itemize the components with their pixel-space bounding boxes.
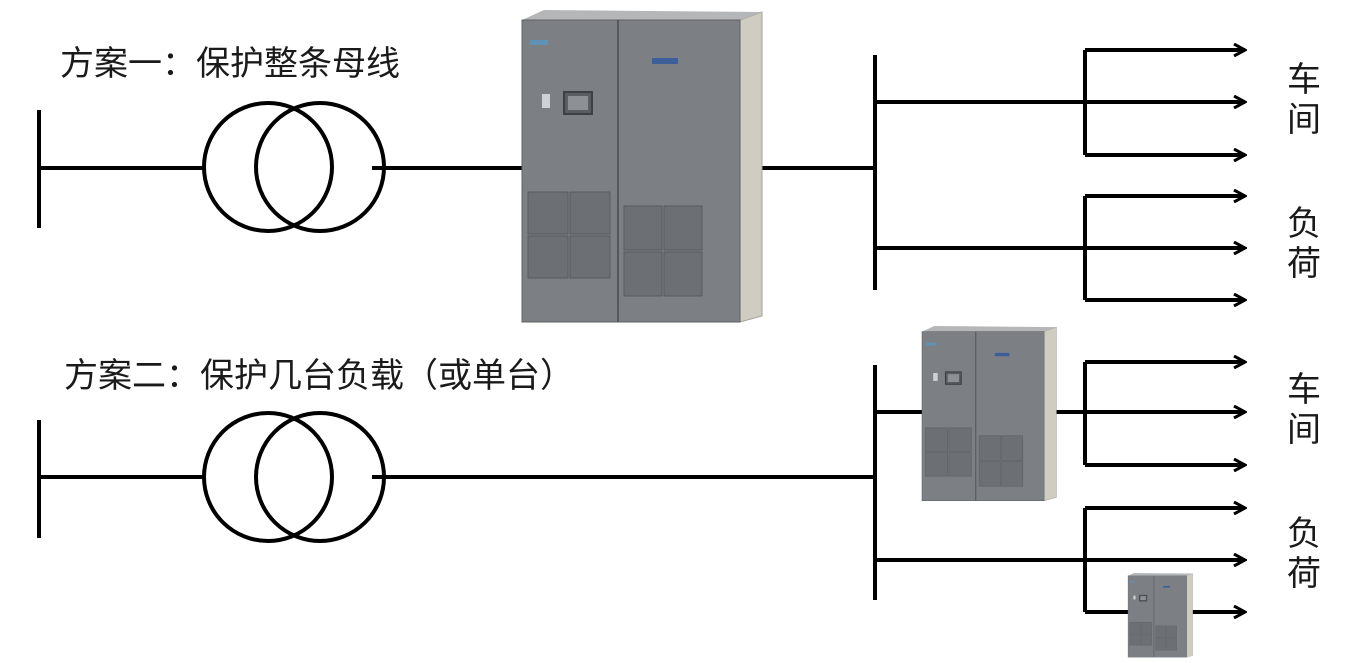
scheme1-circuit — [37, 50, 1245, 300]
scheme2-cabinet-image-small — [1127, 572, 1194, 658]
scheme1-title: 方案一：保护整条母线 — [60, 44, 400, 84]
scheme1-transformer-secondary-coil — [254, 101, 386, 233]
scheme2-title: 方案二：保护几台负载（或单台） — [64, 356, 574, 396]
scheme2-cabinet-image-medium — [921, 325, 1057, 502]
scheme1-transformer-primary-coil — [202, 101, 334, 233]
scheme2-circuit — [37, 362, 1245, 612]
scheme1-label-load: 负荷 — [1287, 204, 1321, 284]
scheme1-label-workshop: 车间 — [1287, 60, 1321, 140]
scheme1-cabinet-image — [521, 9, 763, 323]
scheme2-transformer-primary-coil — [202, 411, 334, 543]
scheme2-label-workshop: 车间 — [1287, 370, 1321, 450]
scheme2-transformer-secondary-coil — [254, 411, 386, 543]
scheme2-label-load: 负荷 — [1287, 514, 1321, 594]
